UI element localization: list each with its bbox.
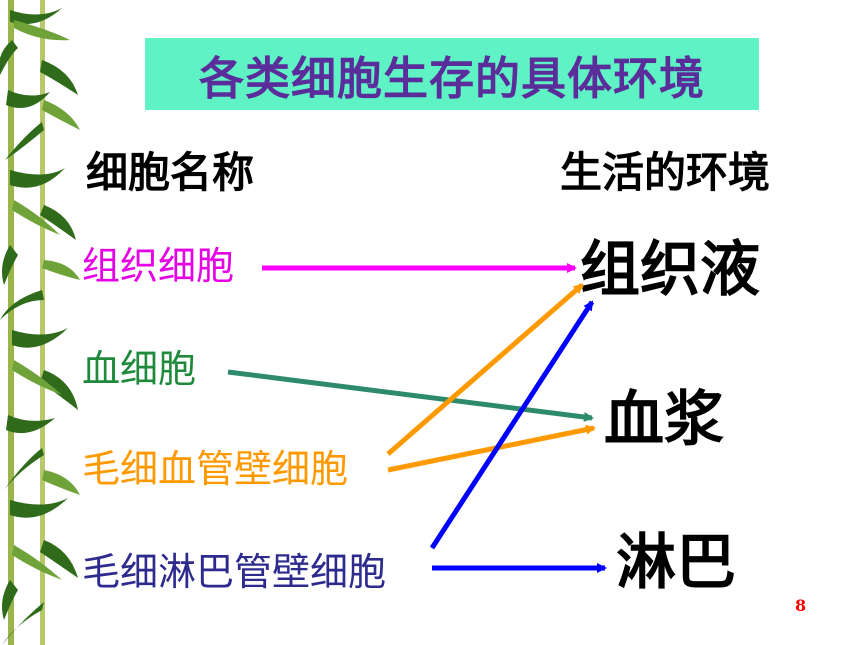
arrow-lymph-capillary-wall-to-tissue-fluid [429,300,595,550]
arrow-capillary-wall-to-plasma [387,424,596,473]
cell-blood-cell: 血细胞 [82,347,197,391]
bamboo-decoration [0,0,80,645]
header-environment: 生活的环境 [560,148,771,197]
env-tissue-fluid: 组织液 [580,235,760,305]
page-number: 8 [795,596,807,615]
env-plasma: 血浆 [604,385,724,455]
arrow-capillary-wall-to-tissue-fluid [386,283,584,456]
cell-tissue-cell: 组织细胞 [82,244,235,288]
cell-lymph-capillary-wall-cell: 毛细淋巴管壁细胞 [82,550,387,594]
title-banner: 各类细胞生存的具体环境 [145,38,759,110]
env-lymph: 淋巴 [616,528,736,598]
cell-capillary-wall-cell: 毛细血管壁细胞 [82,447,349,491]
arrow-blood-cell-to-plasma [227,369,594,422]
header-cell-name: 细胞名称 [86,148,255,197]
page-title: 各类细胞生存的具体环境 [198,51,705,105]
